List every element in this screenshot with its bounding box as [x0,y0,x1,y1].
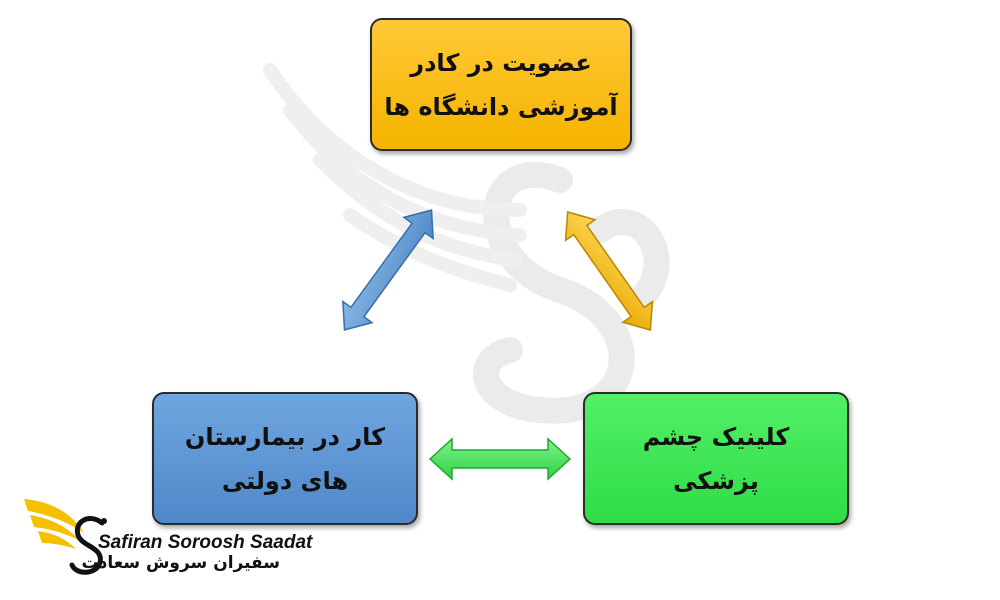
node-eye-clinic-line-1: کلینیک چشم [642,422,790,451]
node-eye-clinic: کلینیک چشم پزشکی [583,392,849,525]
double-arrow-top-right [564,211,654,331]
node-government-hospitals-line-1: کار در بیمارستان [184,422,386,451]
logo-name-persian: سفیران سروش سعادت [81,553,280,573]
logo-name-english: Safiran Soroosh Saadat [98,532,313,553]
wing-icon [24,499,84,549]
node-government-hospitals-line-2: های دولتی [221,466,349,495]
node-faculty-membership: عضویت در کادر آموزشی دانشگاه ها [370,18,632,151]
node-government-hospitals: کار در بیمارستان های دولتی [152,392,418,525]
double-arrow-left-top [342,209,434,331]
node-faculty-membership-line-1: عضویت در کادر [410,48,592,77]
double-arrow-left-right [428,437,572,481]
node-faculty-membership-line-2: آموزشی دانشگاه ها [384,92,618,121]
node-eye-clinic-line-2: پزشکی [673,466,759,495]
company-logo [24,499,107,575]
swan-s-icon [69,516,107,575]
